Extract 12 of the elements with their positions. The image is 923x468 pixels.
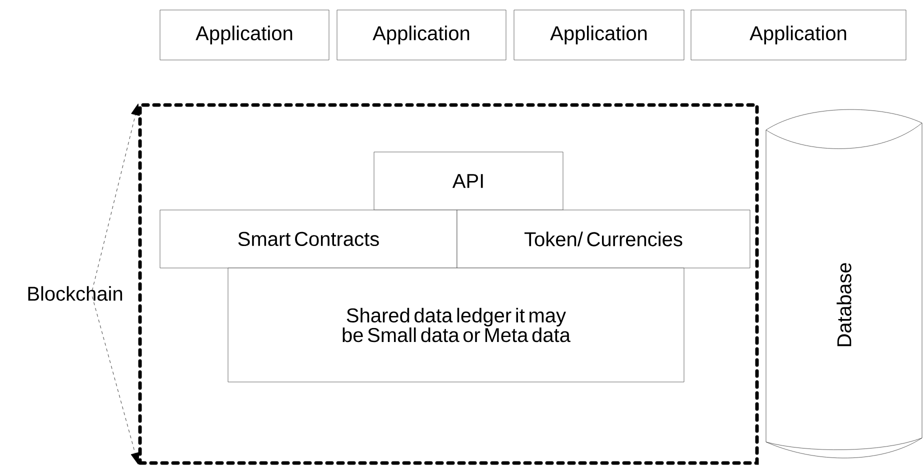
component-box: Application — [336, 10, 506, 60]
dashed-frame — [138, 103, 759, 465]
component-box: Application — [690, 10, 906, 60]
component-box: Application — [160, 10, 330, 60]
component-box: Token/ Currencies — [456, 210, 750, 268]
component-box: Smart Contracts — [160, 210, 458, 268]
leader-arrow — [92, 296, 140, 464]
component-box: API — [374, 152, 564, 210]
frame-label: Blockchain — [28, 286, 122, 301]
component-box: Application — [514, 10, 684, 60]
database-cylinder: Database — [766, 109, 922, 458]
leader-arrow — [92, 104, 140, 291]
